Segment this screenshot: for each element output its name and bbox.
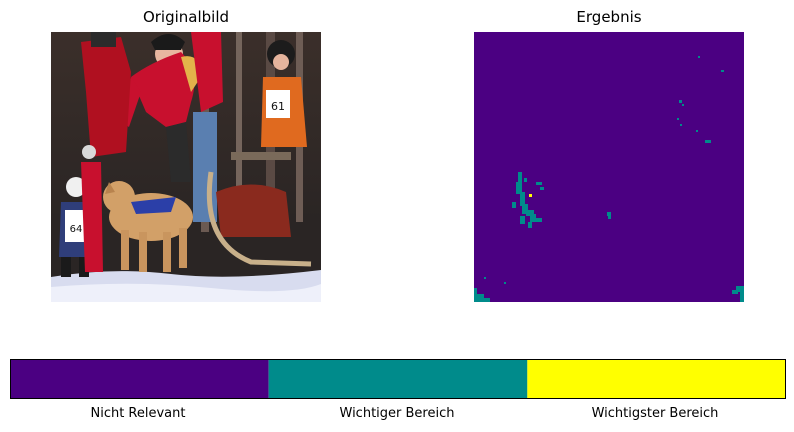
sled-icon xyxy=(206,152,312,267)
important-region-30 xyxy=(484,277,486,279)
colorbar-label-most-important: Wichtigster Bereich xyxy=(591,406,719,421)
important-region-29 xyxy=(740,292,744,302)
important-region-18 xyxy=(698,56,700,58)
result-image-title: Ergebnis xyxy=(576,8,642,26)
child-right: 61 xyxy=(261,40,307,147)
important-region-10 xyxy=(540,187,544,190)
important-region-16 xyxy=(679,100,682,103)
important-region-11 xyxy=(512,202,516,208)
important-region-21 xyxy=(705,140,711,143)
colorbar xyxy=(10,359,786,399)
important-region-3 xyxy=(522,204,528,214)
important-region-12 xyxy=(524,178,527,182)
result-heatmap xyxy=(474,32,744,302)
original-image: 61 64 xyxy=(51,32,321,302)
important-region-8 xyxy=(528,222,532,228)
important-region-4 xyxy=(526,210,534,216)
important-region-27 xyxy=(732,290,738,294)
important-region-22 xyxy=(677,118,679,120)
important-region-7 xyxy=(520,216,525,224)
important-region-9 xyxy=(536,182,542,185)
most-important-region-13 xyxy=(529,194,532,197)
important-region-14 xyxy=(607,212,611,216)
important-region-24 xyxy=(474,288,477,302)
colorbar-border xyxy=(10,359,786,399)
bib-number-61: 61 xyxy=(271,100,285,113)
important-region-19 xyxy=(721,70,724,72)
colorbar-segment-1 xyxy=(268,359,528,399)
dog-icon xyxy=(103,181,193,272)
important-region-0 xyxy=(518,172,522,182)
important-region-1 xyxy=(516,182,522,194)
colorbar-label-not-relevant: Nicht Relevant xyxy=(90,406,186,421)
original-image-title: Originalbild xyxy=(142,8,230,26)
colorbar-label-important: Wichtiger Bereich xyxy=(339,406,455,421)
important-region-20 xyxy=(696,130,698,132)
important-region-6 xyxy=(534,218,542,222)
important-region-2 xyxy=(520,192,525,206)
colorbar-segment-2 xyxy=(527,359,786,399)
important-region-26 xyxy=(480,298,490,302)
important-region-31 xyxy=(504,282,506,284)
important-region-28 xyxy=(736,286,744,292)
important-region-17 xyxy=(682,104,684,106)
bib-number-64: 64 xyxy=(70,224,83,235)
colorbar-segment-0 xyxy=(10,359,269,399)
important-region-23 xyxy=(680,124,682,126)
heatmap-background-cell xyxy=(474,32,744,302)
important-region-15 xyxy=(608,216,611,219)
important-region-5 xyxy=(530,214,536,222)
